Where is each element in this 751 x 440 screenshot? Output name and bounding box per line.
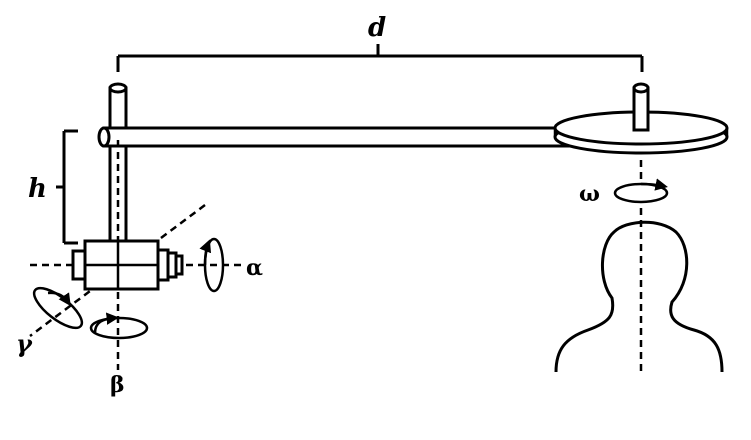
gamma-label: γ [16,329,33,358]
omega-rotation-arrow [613,178,669,204]
alpha-label: α [246,255,263,281]
person-silhouette [554,220,724,373]
omega-label: ω [579,181,600,207]
beta-rotation-arrow [89,312,149,340]
gamma-rotation-arrow [32,286,84,330]
distance-label: d [368,13,386,43]
camera-body [71,239,184,291]
height-label: h [28,174,47,204]
turntable-disc [553,82,729,155]
distance-bracket [116,44,644,72]
height-bracket [56,129,78,245]
beta-label: β [110,372,125,398]
alpha-rotation-arrow [199,237,225,293]
horizontal-arm [97,126,577,148]
